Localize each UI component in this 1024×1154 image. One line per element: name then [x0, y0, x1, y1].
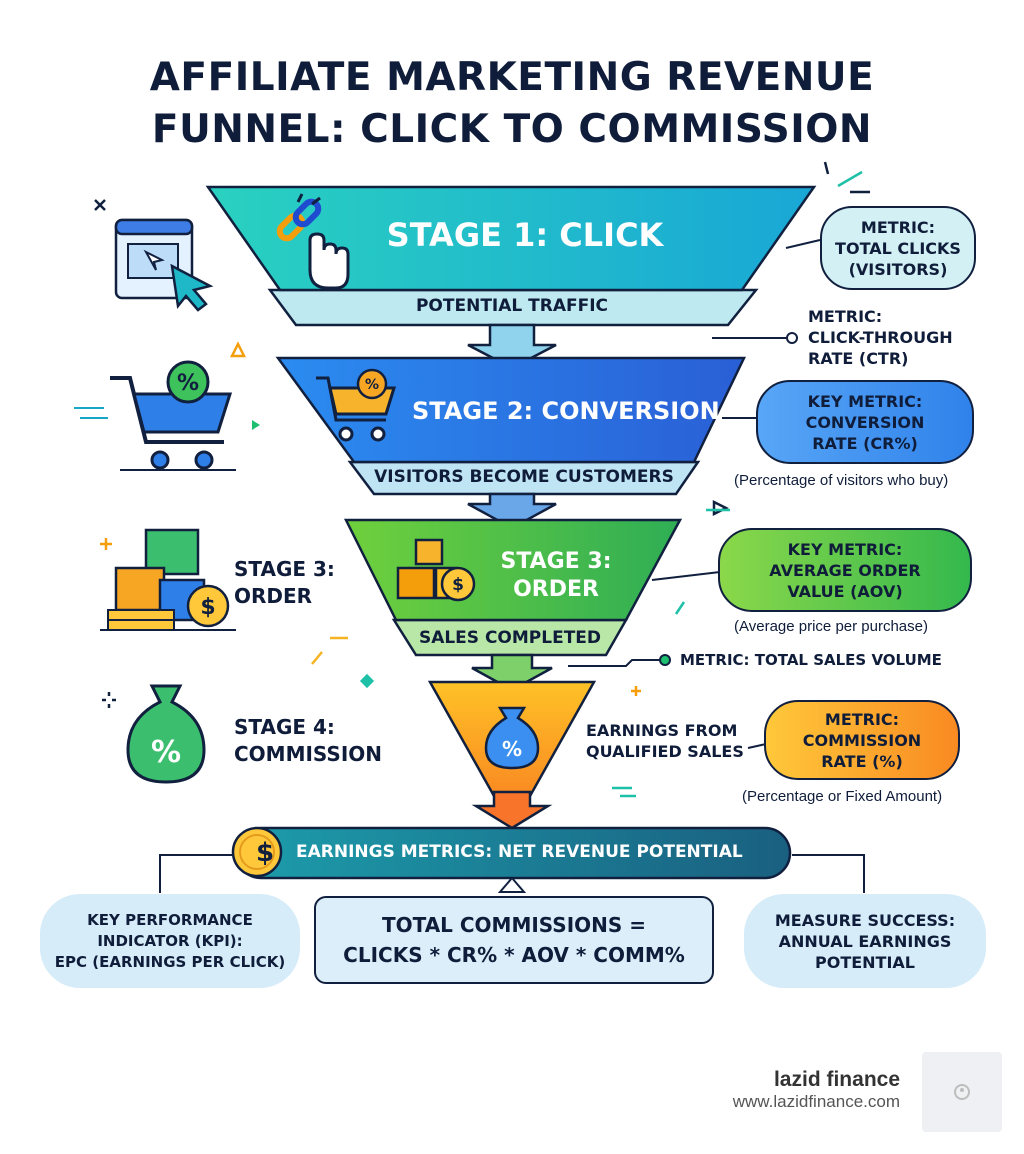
metric-sales-volume: METRIC: TOTAL SALES VOLUME	[680, 651, 942, 669]
metric-total-clicks: METRIC: TOTAL CLICKS (VISITORS)	[820, 206, 976, 290]
kpi-line-1: KEY PERFORMANCE	[87, 910, 253, 929]
browser-cursor-icon	[114, 218, 214, 312]
svg-text:$: $	[452, 575, 464, 595]
stage-1-heading: STAGE 1: CLICK	[386, 216, 664, 254]
page-title: AFFILIATE MARKETING REVENUE FUNNEL: CLIC…	[0, 52, 1024, 156]
stage-3-heading-line-1: STAGE 3:	[500, 549, 612, 574]
success-line-2: ANNUAL EARNINGS	[778, 931, 952, 951]
svg-text:%: %	[365, 377, 379, 393]
title-line-1: AFFILIATE MARKETING REVENUE	[149, 55, 875, 100]
metric-aov: KEY METRIC: AVERAGE ORDER VALUE (AOV)	[718, 528, 972, 612]
side-label-stage-3: STAGE 3: ORDER	[234, 556, 335, 610]
stage-3-heading-line-2: ORDER	[513, 577, 599, 602]
kpi-box: KEY PERFORMANCE INDICATOR (KPI): EPC (EA…	[40, 894, 300, 988]
title-line-2: FUNNEL: CLICK TO COMMISSION	[151, 107, 873, 152]
metric-cr-line-2: CONVERSION	[805, 412, 925, 432]
brand-logo-icon	[954, 1084, 970, 1100]
commission-bag-icon: %	[126, 684, 206, 784]
metric-commission-note: (Percentage or Fixed Amount)	[742, 788, 943, 805]
success-box: MEASURE SUCCESS: ANNUAL EARNINGS POTENTI…	[744, 894, 986, 988]
metric-commission-line-1: METRIC:	[824, 709, 900, 729]
side-label-stage-4-line-1: STAGE 4:	[234, 715, 335, 739]
earnings-metrics-bar	[234, 826, 792, 893]
metric-cr-line-3: RATE (CR%)	[812, 433, 918, 453]
metric-aov-line-2: AVERAGE ORDER	[769, 560, 921, 580]
stage-2-band: VISITORS BECOME CUSTOMERS	[374, 467, 674, 487]
stage-2-heading: STAGE 2: CONVERSION	[412, 397, 720, 425]
arrow-down-4	[471, 790, 553, 830]
metric-commission-rate: METRIC: COMMISSION RATE (%)	[764, 700, 960, 780]
side-label-stage-4: STAGE 4: COMMISSION	[234, 714, 382, 768]
money-bag-icon: %	[484, 706, 540, 770]
metric-aov-note: (Average price per purchase)	[734, 618, 928, 635]
metric-cr-note: (Percentage of visitors who buy)	[734, 472, 949, 489]
formula-line-2: CLICKS * CR% * AOV * COMM%	[343, 943, 685, 967]
brand-name: lazid finance	[773, 1068, 900, 1091]
side-label-stage-4-line-2: COMMISSION	[234, 742, 383, 766]
arrow-down-3	[471, 653, 553, 692]
formula-line-1: TOTAL COMMISSIONS =	[381, 913, 647, 937]
stage-3-heading: STAGE 3: ORDER	[486, 548, 626, 604]
metric-conversion-rate: KEY METRIC: CONVERSION RATE (CR%)	[756, 380, 974, 464]
metric-total-clicks-line-3: (VISITORS)	[848, 259, 948, 279]
kpi-line-2: INDICATOR (KPI):	[97, 931, 243, 950]
metric-aov-line-3: VALUE (AOV)	[787, 581, 903, 601]
link-click-icon	[276, 193, 350, 290]
svg-text:%: %	[177, 371, 199, 396]
dollar-coin-icon	[231, 826, 283, 878]
shopping-cart-icon: %	[74, 360, 236, 471]
metric-commission-line-2: COMMISSION	[802, 730, 922, 750]
success-line-1: MEASURE SUCCESS:	[774, 910, 956, 930]
metric-ctr-line-2: CLICK-THROUGH	[808, 328, 953, 347]
svg-text:$: $	[200, 595, 215, 620]
side-label-stage-3-line-1: STAGE 3:	[234, 557, 335, 581]
stage-1-band: POTENTIAL TRAFFIC	[415, 296, 609, 316]
metric-commission-line-3: RATE (%)	[821, 751, 903, 771]
decorative-sparkles	[94, 161, 870, 798]
earnings-bar-label: EARNINGS METRICS: NET REVENUE POTENTIAL	[296, 842, 743, 862]
metric-total-clicks-line-1: METRIC:	[860, 217, 936, 237]
metric-ctr-line-3: RATE (CTR)	[808, 349, 909, 368]
boxes-coin-icon: $	[396, 538, 476, 602]
svg-text:%: %	[151, 735, 181, 770]
stage-3-funnel	[343, 518, 683, 692]
brand-block: lazid finance www.lazidfinance.com	[733, 1068, 900, 1112]
svg-text:%: %	[502, 737, 522, 761]
brand-logo	[922, 1052, 1002, 1132]
brand-url: www.lazidfinance.com	[732, 1092, 900, 1111]
side-label-stage-3-line-2: ORDER	[234, 584, 313, 608]
stage-1-funnel	[205, 185, 817, 370]
stage-3-band: SALES COMPLETED	[418, 628, 602, 648]
kpi-line-3: EPC (EARNINGS PER CLICK)	[54, 952, 286, 971]
metric-aov-line-1: KEY METRIC:	[787, 539, 903, 559]
earnings-line-1: EARNINGS FROM	[586, 721, 738, 740]
formula-box: TOTAL COMMISSIONS = CLICKS * CR% * AOV *…	[314, 896, 714, 984]
stage-2-funnel	[275, 356, 746, 530]
metric-ctr: METRIC: CLICK-THROUGH RATE (CTR)	[808, 306, 953, 369]
metric-cr-line-1: KEY METRIC:	[807, 391, 923, 411]
earnings-qualified-sales: EARNINGS FROM QUALIFIED SALES	[586, 720, 744, 762]
metric-ctr-line-1: METRIC:	[808, 307, 883, 326]
arrow-down-2	[467, 492, 557, 530]
metric-total-clicks-line-2: TOTAL CLICKS	[835, 238, 961, 258]
earnings-coin-symbol: $	[255, 838, 275, 868]
arrow-down-1	[467, 323, 557, 370]
order-boxes-icon: $	[100, 528, 236, 631]
earnings-line-2: QUALIFIED SALES	[586, 742, 744, 761]
success-line-3: POTENTIAL	[814, 952, 915, 972]
cart-percent-icon: %	[316, 368, 397, 442]
